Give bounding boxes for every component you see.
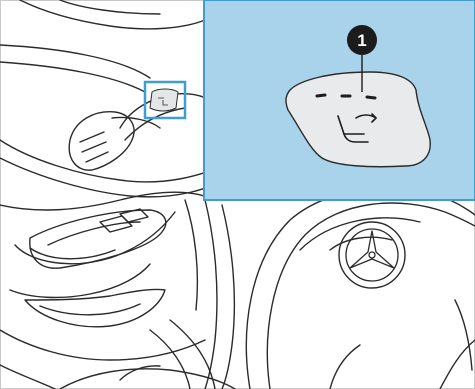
memory-indicator-1: [317, 95, 325, 96]
inset-detail: 1: [204, 0, 475, 200]
callout-number: 1: [357, 31, 366, 50]
memory-indicator-3: [367, 97, 375, 98]
